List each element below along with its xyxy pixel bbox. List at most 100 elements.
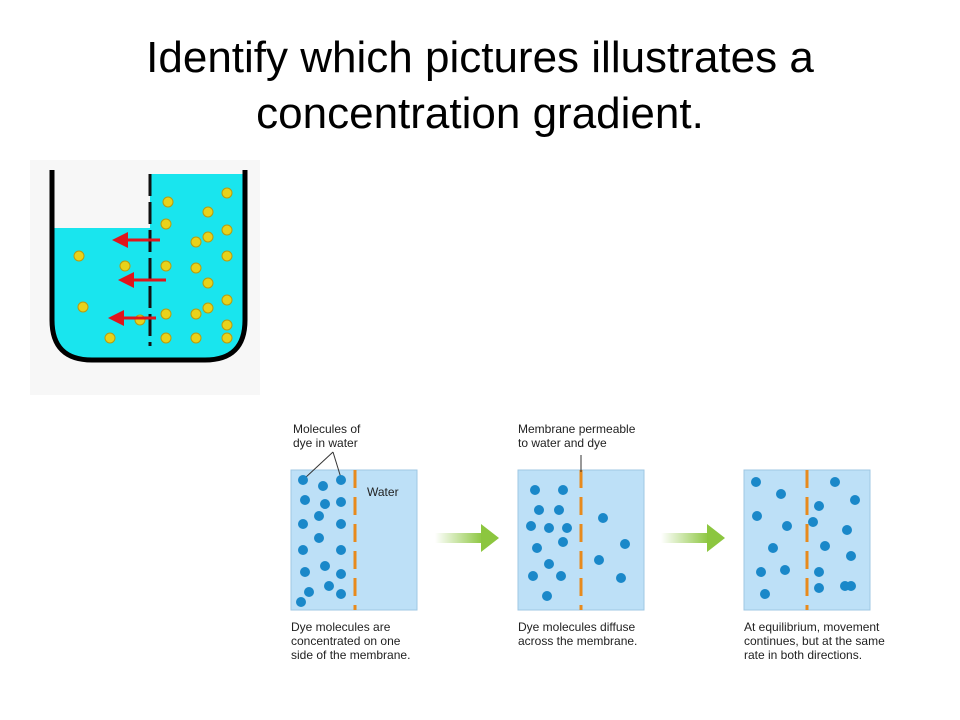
beaker-particle: [119, 260, 131, 272]
dye-molecule: [526, 521, 536, 531]
dye-molecule: [336, 545, 346, 555]
beaker-particle: [77, 301, 89, 313]
beaker-particles: [73, 187, 233, 344]
slide-title: Identify which pictures illustrates a co…: [0, 30, 960, 142]
molecules-label-line-2: dye in water: [293, 436, 358, 450]
dye-molecule: [562, 523, 572, 533]
caption-step-1-line-2: concentrated on one: [291, 634, 401, 648]
diffusion-diagram-graphics: [290, 451, 871, 611]
dye-molecule: [760, 589, 770, 599]
dye-molecule: [554, 505, 564, 515]
dye-molecule: [814, 583, 824, 593]
beaker-arrows: [108, 232, 166, 326]
membrane-label-line-1: Membrane permeable: [518, 422, 636, 436]
slide-title-line-2: concentration gradient.: [256, 89, 704, 138]
dye-molecule: [298, 475, 308, 485]
dye-molecule: [850, 495, 860, 505]
beaker-particle: [221, 250, 233, 262]
caption-step-1: Dye molecules are concentrated on one si…: [291, 620, 410, 662]
step-arrow-2: [661, 524, 725, 552]
beaker-particle: [160, 308, 172, 320]
molecules-label: Molecules of dye in water: [293, 422, 360, 450]
dye-molecule: [320, 561, 330, 571]
dye-molecule: [544, 523, 554, 533]
beaker-particle: [73, 250, 85, 262]
beaker-particle: [104, 332, 116, 344]
dye-molecule: [594, 555, 604, 565]
caption-step-2-line-1: Dye molecules diffuse: [518, 620, 636, 634]
beaker-particle: [160, 332, 172, 344]
dye-molecule: [314, 533, 324, 543]
beaker-water-left: [52, 228, 150, 360]
dye-molecule: [336, 497, 346, 507]
beaker-particle: [221, 224, 233, 236]
dye-molecule: [336, 589, 346, 599]
dye-molecule: [296, 597, 306, 607]
dye-molecule: [318, 481, 328, 491]
dye-molecule: [756, 567, 766, 577]
dye-molecule: [846, 551, 856, 561]
molecules-pointer-a: [304, 451, 334, 479]
dye-molecule: [776, 489, 786, 499]
dye-molecule: [544, 559, 554, 569]
dye-molecule: [532, 543, 542, 553]
caption-step-1-line-3: side of the membrane.: [291, 648, 411, 662]
dye-molecule: [616, 573, 626, 583]
dye-molecule: [780, 565, 790, 575]
dye-molecule: [808, 517, 818, 527]
dye-molecule: [620, 539, 630, 549]
caption-step-2: Dye molecules diffuse across the membran…: [518, 620, 637, 648]
beaker-arrow: [108, 310, 156, 326]
caption-step-3: At equilibrium, movement continues, but …: [744, 620, 885, 662]
dye-molecule: [304, 587, 314, 597]
beaker-particle: [162, 196, 174, 208]
dye-molecule: [751, 477, 761, 487]
beaker-particle: [160, 218, 172, 230]
dye-molecule: [842, 525, 852, 535]
beaker-particle: [221, 294, 233, 306]
beaker-particle: [221, 332, 233, 344]
dye-molecule: [300, 495, 310, 505]
caption-step-3-line-2: continues, but at the same: [744, 634, 885, 648]
caption-step-2-line-2: across the membrane.: [518, 634, 638, 648]
dye-molecule: [336, 569, 346, 579]
dye-molecule: [314, 511, 324, 521]
dye-molecule: [336, 519, 346, 529]
dye-molecule: [336, 475, 346, 485]
dye-molecule: [768, 543, 778, 553]
caption-step-3-line-3: rate in both directions.: [744, 648, 863, 662]
beaker-particle: [190, 332, 202, 344]
water-label: Water: [367, 485, 399, 499]
molecules-pointer-b: [332, 451, 342, 479]
beaker-arrow: [118, 272, 166, 288]
dye-molecule: [814, 567, 824, 577]
dye-molecule: [300, 567, 310, 577]
membrane-label-line-2: to water and dye: [518, 436, 607, 450]
molecules-label-line-1: Molecules of: [293, 422, 361, 436]
dye-molecule: [530, 485, 540, 495]
beaker-particle: [202, 277, 214, 289]
step-arrow-1: [435, 524, 499, 552]
dye-molecule: [558, 537, 568, 547]
beaker-particle: [221, 319, 233, 331]
diffusion-diagram: Molecules of dye in water Water Membrane…: [285, 410, 935, 685]
beaker-illustration: [30, 160, 260, 395]
membrane-label: Membrane permeable to water and dye: [518, 422, 635, 450]
beaker-particle: [221, 187, 233, 199]
dye-molecule: [320, 499, 330, 509]
dye-molecule: [558, 485, 568, 495]
dye-molecule: [528, 571, 538, 581]
beaker-particle: [190, 236, 202, 248]
dye-molecule: [542, 591, 552, 601]
dye-molecule: [830, 477, 840, 487]
dye-molecule: [298, 519, 308, 529]
dye-molecule: [324, 581, 334, 591]
beaker-particle: [160, 260, 172, 272]
dye-molecule: [820, 541, 830, 551]
slide-title-line-1: Identify which pictures illustrates a: [146, 33, 814, 82]
dye-molecule: [752, 511, 762, 521]
dye-molecule: [298, 545, 308, 555]
dye-molecule: [598, 513, 608, 523]
beaker-particle: [190, 262, 202, 274]
dye-molecule: [556, 571, 566, 581]
